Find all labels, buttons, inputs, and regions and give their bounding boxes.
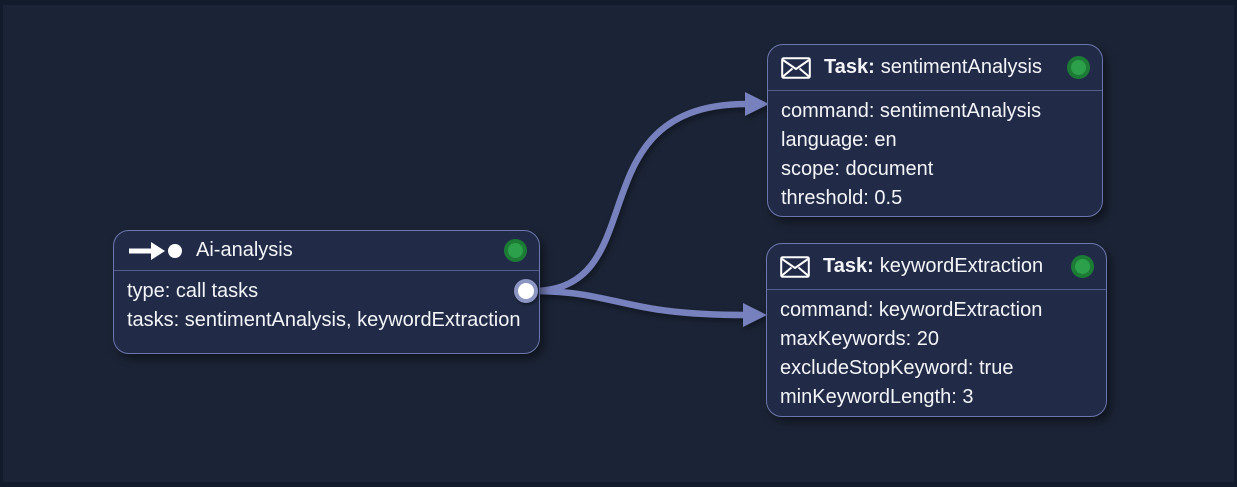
node-ai-analysis[interactable]: Ai-analysis type: call tasks tasks: sent…: [113, 230, 540, 354]
node-title: Ai-analysis: [196, 239, 293, 261]
property-line: command: sentimentAnalysis: [781, 100, 1042, 122]
property-line: threshold: 0.5: [781, 187, 903, 209]
output-port[interactable]: [514, 279, 538, 303]
node-header: Ai-analysis: [114, 231, 539, 271]
message-icon: [780, 255, 810, 278]
task-name: keywordExtraction: [879, 255, 1044, 277]
property-line: maxKeywords: 20: [780, 328, 939, 350]
status-dot: [504, 239, 527, 262]
status-dot: [1071, 255, 1094, 278]
node-task-keywordextraction[interactable]: Task:keywordExtraction command: keywordE…: [766, 243, 1107, 417]
task-name: sentimentAnalysis: [880, 56, 1042, 78]
status-dot: [1067, 56, 1090, 79]
property-line: excludeStopKeyword: true: [780, 357, 1014, 379]
property-line: scope: document: [781, 158, 934, 180]
node-properties: command: sentimentAnalysis language: en …: [768, 91, 1102, 221]
property-line: tasks: sentimentAnalysis, keywordExtract…: [127, 309, 521, 331]
node-header: Task:sentimentAnalysis: [768, 45, 1102, 91]
node-properties: type: call tasks tasks: sentimentAnalysi…: [114, 271, 539, 343]
node-header: Task:keywordExtraction: [767, 244, 1106, 290]
edge-to-sentimentanalysis[interactable]: [532, 92, 769, 295]
task-label: Task:: [824, 56, 875, 78]
property-line: language: en: [781, 129, 897, 151]
edge-to-keywordextraction[interactable]: [532, 287, 767, 327]
property-line: command: keywordExtraction: [780, 299, 1043, 321]
property-line: type: call tasks: [127, 280, 259, 302]
node-title: Task:keywordExtraction: [823, 255, 1043, 278]
start-arrow-icon: [127, 240, 183, 262]
property-line: minKeywordLength: 3: [780, 386, 974, 408]
node-task-sentimentanalysis[interactable]: Task:sentimentAnalysis command: sentimen…: [767, 44, 1103, 217]
node-properties: command: keywordExtraction maxKeywords: …: [767, 290, 1106, 420]
message-icon: [781, 56, 811, 79]
task-label: Task:: [823, 255, 874, 277]
node-title: Task:sentimentAnalysis: [824, 56, 1042, 79]
